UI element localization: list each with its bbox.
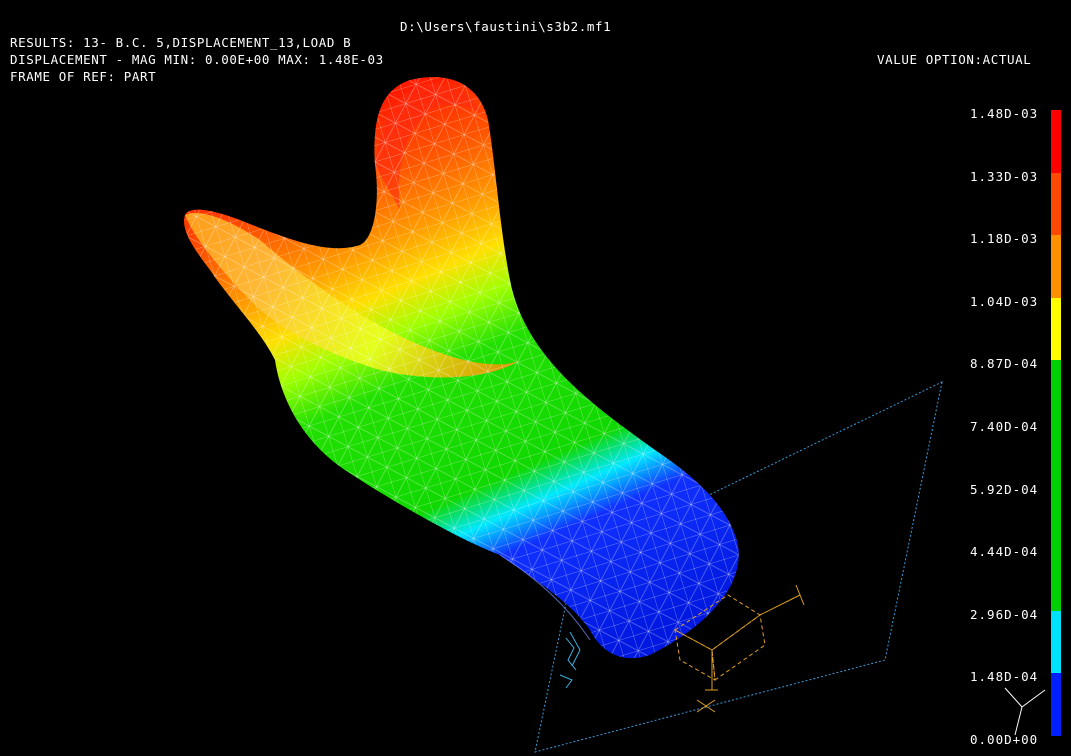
legend-color-segment [1051,423,1061,486]
legend-tick-label: 5.92D-04 [970,481,1039,497]
legend-tick-label: 1.04D-03 [970,293,1039,309]
legend-tick-label: 1.48D-03 [970,106,1039,121]
fem-mesh-model [184,76,739,659]
constraint-marker-icon [559,631,581,689]
view-axes-icon [1004,687,1046,736]
value-option: VALUE OPTION:ACTUAL [877,52,1032,67]
results-label: RESULTS: 13- B.C. 5,DISPLACEMENT_13,LOAD… [10,35,352,50]
legend-color-segment [1051,485,1061,549]
frame-of-reference: FRAME OF REF: PART [10,69,157,84]
legend-tick-label: 4.44D-04 [970,544,1039,560]
legend-color-segment [1051,673,1061,736]
legend-tick-label: 2.96D-04 [970,606,1039,622]
legend-color-segment [1051,110,1061,173]
legend-tick-label: 1.18D-03 [970,231,1039,247]
legend-color-segment [1051,235,1061,298]
legend-tick-label: 1.48D-04 [970,669,1039,685]
legend-tick-label: 8.87D-04 [970,356,1039,372]
legend-color-segment [1051,172,1061,236]
legend-tick-label: 7.40D-04 [970,419,1039,434]
file-path: D:\Users\faustini\s3b2.mf1 [400,19,612,34]
legend-color-segment [1051,360,1061,423]
legend-tick-label: 1.33D-03 [970,168,1039,184]
legend-color-segment [1051,548,1061,611]
displacement-range: DISPLACEMENT - MAG MIN: 0.00E+00 MAX: 1.… [10,52,384,67]
legend-color-segment [1051,297,1061,361]
legend-color-segment [1051,610,1061,674]
legend-tick-label: 0.00D+00 [970,732,1039,747]
